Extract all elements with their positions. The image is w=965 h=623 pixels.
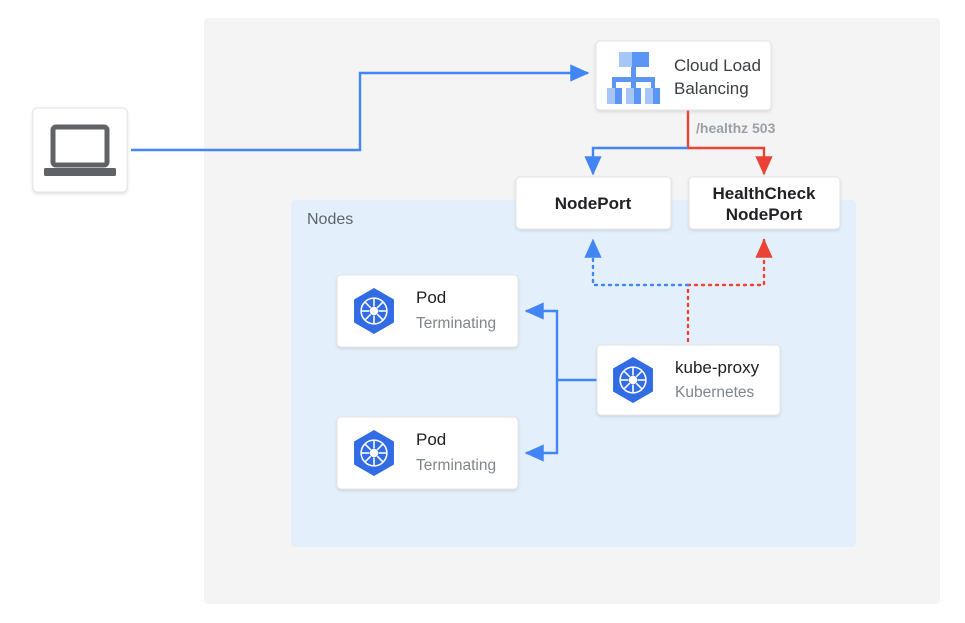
client-node[interactable]	[32, 107, 128, 193]
edge-load-balancer-to-healthcheck	[686, 110, 773, 176]
edge-kubeproxy-to-pod-bottom	[524, 380, 559, 462]
edge-client-to-load-balancer	[131, 64, 590, 152]
edge-kubeproxy-to-nodeport	[584, 238, 690, 287]
kubernetes-icon	[354, 288, 394, 334]
kubernetes-icon	[354, 430, 394, 476]
healthcheck-nodeport-label-line1: HealthCheck	[713, 184, 817, 203]
kube-proxy-subtitle: Kubernetes	[675, 384, 755, 401]
nodes-panel-label: Nodes	[307, 211, 353, 228]
load-balancer-box	[595, 40, 772, 111]
pod-top-node[interactable]: Pod Terminating	[336, 274, 519, 348]
nodeport-node[interactable]: NodePort	[515, 176, 672, 230]
load-balancer-node[interactable]: Cloud Load Balancing	[595, 40, 772, 111]
cloud-load-balancing-icon	[607, 52, 660, 104]
pod-bottom-node[interactable]: Pod Terminating	[336, 416, 519, 490]
edge-kubeproxy-to-pod-top	[524, 302, 559, 380]
laptop-icon	[44, 124, 116, 176]
pod-top-title: Pod	[416, 288, 446, 307]
pod-top-subtitle: Terminating	[416, 315, 496, 332]
nodeport-box	[515, 176, 672, 230]
edge-load-balancer-to-nodeport	[584, 146, 688, 176]
kube-proxy-node[interactable]: kube-proxy Kubernetes	[596, 344, 781, 416]
healthcheck-nodeport-box	[688, 176, 841, 230]
load-balancer-title-line2: Balancing	[674, 79, 749, 98]
kube-proxy-box	[596, 344, 781, 416]
healthcheck-nodeport-node[interactable]: HealthCheck NodePort	[688, 176, 841, 230]
healthz-edge-label: /healthz 503	[696, 120, 776, 136]
pod-bottom-title: Pod	[416, 430, 446, 449]
load-balancer-title-line1: Cloud Load	[674, 56, 761, 75]
kubernetes-icon	[613, 357, 653, 403]
nodeport-label: NodePort	[555, 194, 632, 213]
healthcheck-nodeport-label-line2: NodePort	[726, 205, 803, 224]
client-box	[32, 107, 128, 193]
kube-proxy-title: kube-proxy	[675, 358, 760, 377]
edge-kubeproxy-to-healthcheck	[686, 238, 773, 287]
pod-bottom-subtitle: Terminating	[416, 457, 496, 474]
